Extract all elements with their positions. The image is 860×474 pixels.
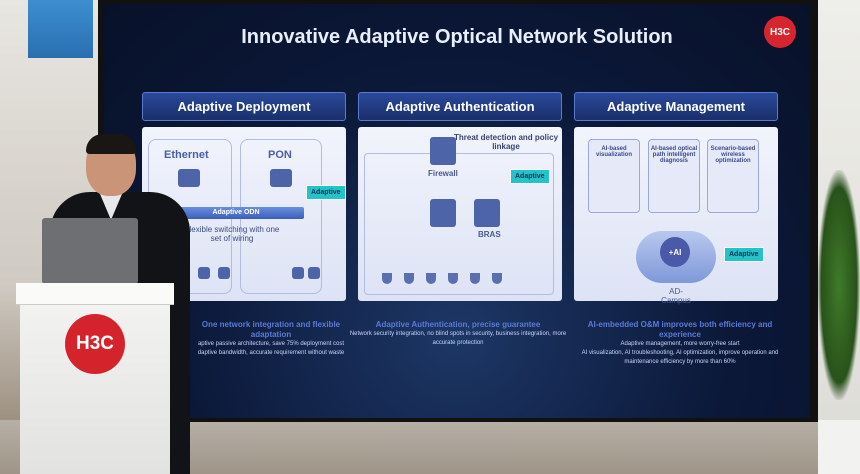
brain-icon: +AI	[660, 237, 690, 267]
switch-icon	[178, 169, 200, 187]
summary-management: AI-embedded O&M improves both efficiency…	[581, 320, 779, 365]
switch-icon	[430, 199, 456, 227]
presenter-hair	[86, 134, 136, 154]
card-ai-visualization: AI-based visualization	[588, 139, 640, 213]
adaptive-odn-bar: Adaptive ODN	[168, 207, 304, 219]
summary-authentication: Adaptive Authentication, precise guarant…	[349, 320, 567, 346]
switch-icon	[270, 169, 292, 187]
adaptive-tag: Adaptive	[306, 185, 346, 200]
adaptive-tag: Adaptive	[510, 169, 550, 184]
slide: Innovative Adaptive Optical Network Solu…	[104, 4, 810, 418]
bras-icon	[474, 199, 500, 227]
laptop	[42, 218, 138, 284]
h3c-logo: H3C	[764, 16, 796, 48]
adaptive-tag: Adaptive	[724, 247, 764, 262]
label-ethernet: Ethernet	[164, 149, 209, 161]
threat-note: Threat detection and policy linkage	[454, 133, 559, 151]
caption: Flexible switching with one set of wirin…	[184, 225, 280, 243]
firewall-icon	[430, 137, 456, 165]
label-pon: PON	[268, 149, 292, 161]
podium-h3c-logo: H3C	[65, 314, 125, 374]
slide-title: Innovative Adaptive Optical Network Solu…	[241, 26, 673, 48]
card-ai-diagnosis: AI-based optical path intelligent diagno…	[648, 139, 700, 213]
cloud-label: AD-Campus	[661, 287, 691, 305]
header-adaptive-deployment: Adaptive Deployment	[142, 92, 346, 121]
card-wireless-optimization: Scenario-based wireless optimization	[707, 139, 759, 213]
podium-top	[16, 283, 174, 305]
authentication-diagram: Threat detection and policy linkage Fire…	[358, 127, 562, 301]
plant	[818, 170, 860, 400]
header-adaptive-management: Adaptive Management	[574, 92, 778, 121]
podium	[20, 284, 170, 474]
plant-pot	[818, 420, 860, 474]
summary-deployment: One network integration and flexible ada…	[197, 320, 345, 356]
management-diagram: AI-based visualization AI-based optical …	[574, 127, 778, 305]
bras-label: BRAS	[478, 230, 501, 239]
blue-sign	[28, 0, 93, 58]
header-adaptive-authentication: Adaptive Authentication	[358, 92, 562, 121]
firewall-label: Firewall	[428, 169, 458, 178]
